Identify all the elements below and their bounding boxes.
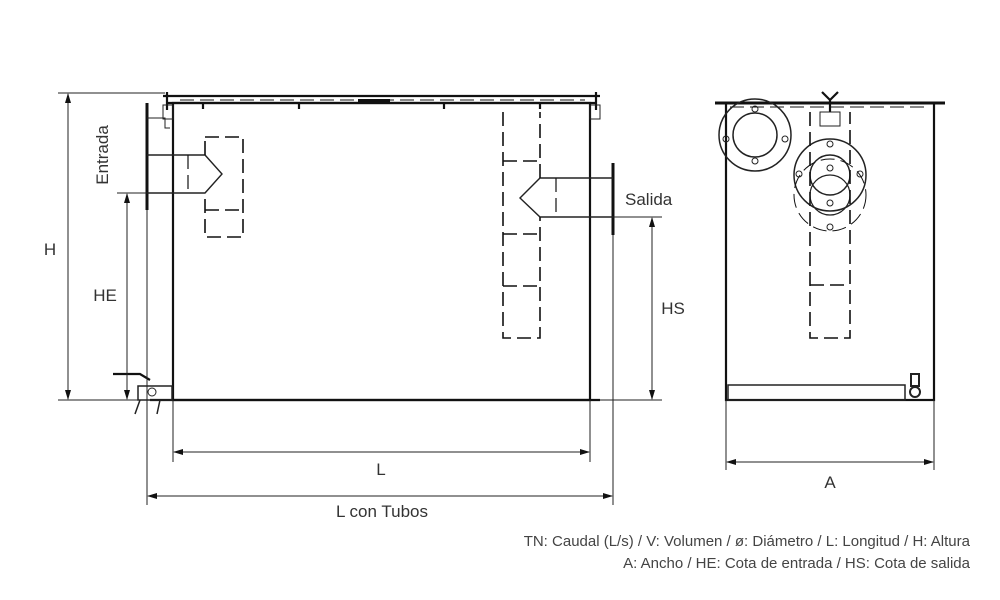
inlet-pipe <box>145 103 244 238</box>
lid <box>162 92 601 120</box>
inlet-flange <box>718 98 792 172</box>
outlet-pipe <box>502 112 615 339</box>
legend-line-2: A: Ancho / HE: Cota de entrada / HS: Cot… <box>623 555 971 572</box>
dimension-l-con-tubos: L con Tubos <box>146 210 614 521</box>
drain-valve <box>113 372 173 415</box>
tank-body <box>171 101 592 402</box>
outlet-label: Salida <box>625 190 673 209</box>
tank-side-body <box>724 101 936 402</box>
dimension-a: A <box>725 400 935 492</box>
dimension-label-a: A <box>824 473 836 492</box>
dimension-he: HE Entrada <box>93 125 147 400</box>
dimension-label-he: HE <box>93 286 117 305</box>
side-view: A <box>715 91 945 492</box>
dimension-label-hs: HS <box>661 299 685 318</box>
outlet-flange <box>793 138 867 232</box>
dimension-label-l: L <box>376 460 385 479</box>
dimension-label-l-con-tubos: L con Tubos <box>336 502 428 521</box>
legend: TN: Caudal (L/s) / V: Volumen / ø: Diáme… <box>524 533 971 572</box>
dimension-l: L <box>172 400 591 479</box>
front-view: H HE Entrada HS Salida L L con Tubos <box>44 92 685 521</box>
dimension-h: H <box>44 92 165 401</box>
inlet-label: Entrada <box>93 125 112 185</box>
legend-line-1: TN: Caudal (L/s) / V: Volumen / ø: Diáme… <box>524 533 971 550</box>
dimension-label-h: H <box>44 240 56 259</box>
dimension-hs: HS Salida <box>600 190 685 401</box>
